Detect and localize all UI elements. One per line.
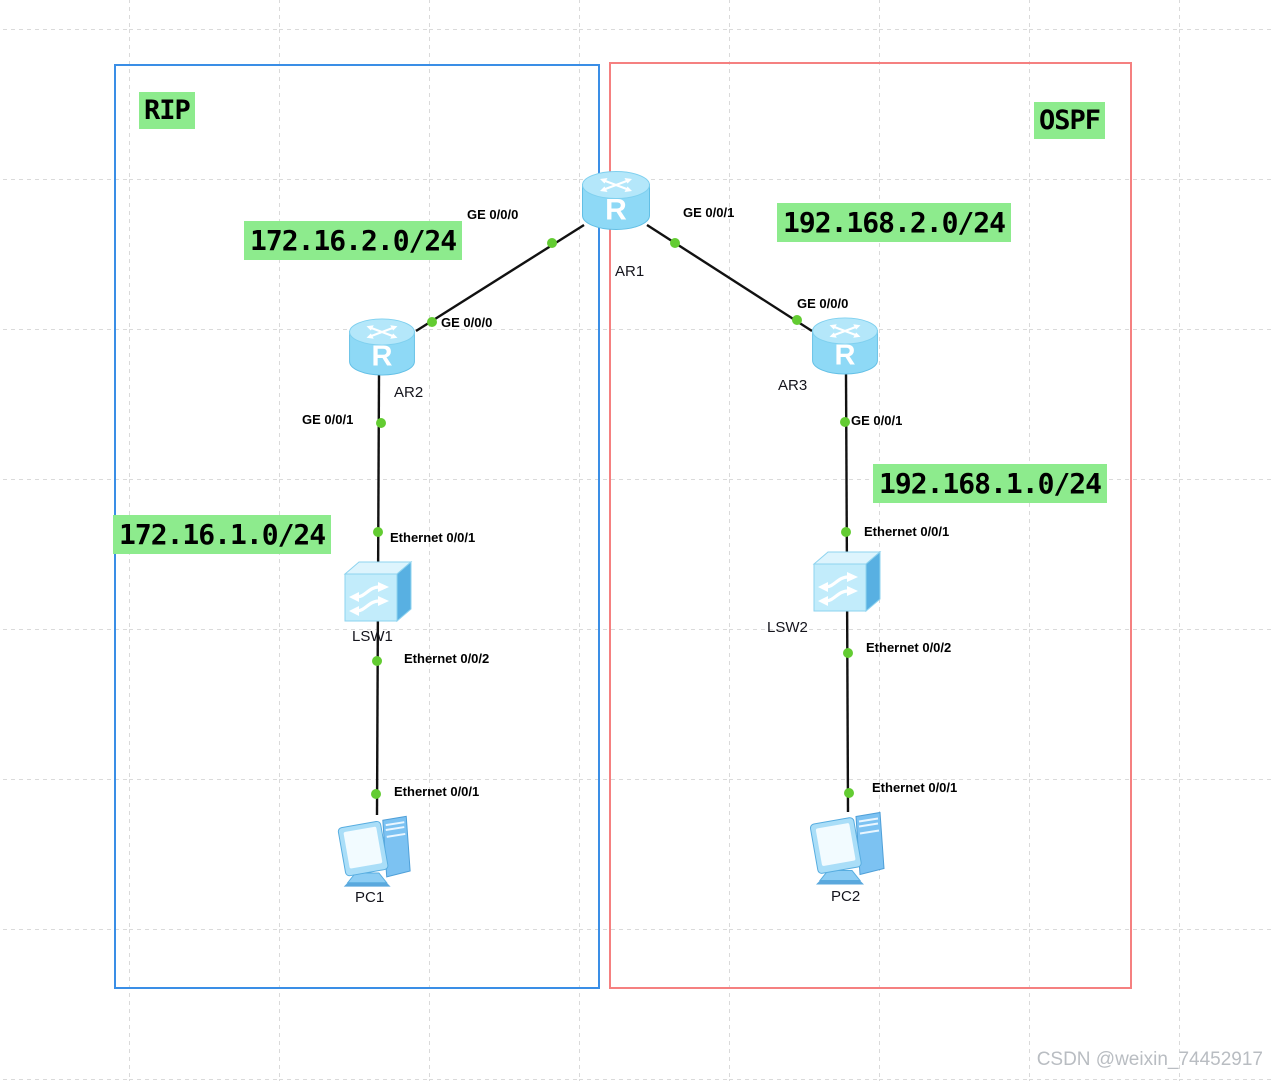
link-endpoint-dot bbox=[371, 789, 381, 799]
link-lsw2-pc2[interactable] bbox=[845, 580, 850, 813]
network-label-192-168-1[interactable]: 192.168.1.0/24 bbox=[873, 464, 1108, 503]
port-label-ar2-ge000: GE 0/0/0 bbox=[441, 315, 493, 330]
pc-icon bbox=[809, 811, 885, 885]
port-label-ar3-ge000: GE 0/0/0 bbox=[797, 296, 849, 311]
device-ar2[interactable]: R bbox=[346, 317, 418, 377]
router-icon: R bbox=[349, 318, 415, 376]
device-ar3[interactable]: R bbox=[809, 316, 881, 376]
svg-text:R: R bbox=[372, 340, 393, 372]
device-lsw2[interactable] bbox=[812, 549, 882, 613]
device-label-ar1: AR1 bbox=[615, 263, 645, 280]
link-endpoint-dot bbox=[372, 656, 382, 666]
link-endpoint-dot bbox=[843, 648, 853, 658]
link-endpoint-dot bbox=[373, 527, 383, 537]
port-label-ar1-ge000: GE 0/0/0 bbox=[467, 207, 519, 222]
device-label-ar2: AR2 bbox=[394, 384, 424, 401]
port-label-ar3-ge001: GE 0/0/1 bbox=[851, 413, 903, 428]
port-label-lsw2-eth001: Ethernet 0/0/1 bbox=[864, 524, 950, 539]
port-label-ar2-ge001: GE 0/0/1 bbox=[302, 412, 354, 427]
port-label-ar1-ge001: GE 0/0/1 bbox=[683, 205, 735, 220]
link-ar2-lsw1[interactable] bbox=[376, 373, 381, 592]
router-icon: R bbox=[812, 317, 878, 375]
watermark: CSDN @weixin_74452917 bbox=[1036, 1049, 1263, 1070]
device-label-pc1: PC1 bbox=[355, 889, 385, 906]
svg-text:R: R bbox=[835, 339, 856, 371]
link-lsw1-pc1[interactable] bbox=[375, 590, 380, 816]
pc-icon bbox=[337, 815, 411, 887]
link-endpoint-dot bbox=[844, 788, 854, 798]
network-label-172-16-2[interactable]: 172.16.2.0/24 bbox=[244, 221, 463, 260]
device-label-lsw2: LSW2 bbox=[767, 619, 808, 636]
svg-text:R: R bbox=[605, 194, 627, 227]
link-endpoint-dot bbox=[670, 238, 680, 248]
port-label-pc2-eth001: Ethernet 0/0/1 bbox=[872, 780, 958, 795]
network-label-192-168-2[interactable]: 192.168.2.0/24 bbox=[777, 203, 1012, 242]
network-label-172-16-1[interactable]: 172.16.1.0/24 bbox=[113, 515, 332, 554]
port-label-lsw1-eth002: Ethernet 0/0/2 bbox=[404, 651, 490, 666]
router-icon: R bbox=[582, 171, 650, 230]
zone-rip-label[interactable]: RIP bbox=[139, 92, 195, 129]
port-label-lsw2-eth002: Ethernet 0/0/2 bbox=[866, 640, 952, 655]
zone-ospf-label[interactable]: OSPF bbox=[1034, 102, 1106, 139]
device-lsw1[interactable] bbox=[343, 559, 413, 623]
zone-ospf-rect[interactable] bbox=[609, 62, 1132, 989]
link-endpoint-dot bbox=[841, 527, 851, 537]
link-endpoint-dot bbox=[547, 238, 557, 248]
device-label-pc2: PC2 bbox=[831, 888, 861, 905]
link-endpoint-dot bbox=[376, 418, 386, 428]
device-label-ar3: AR3 bbox=[778, 377, 808, 394]
device-ar1[interactable]: R bbox=[580, 169, 652, 232]
device-pc2[interactable] bbox=[806, 807, 890, 890]
device-pc1[interactable] bbox=[334, 812, 416, 891]
link-endpoint-dot bbox=[840, 417, 850, 427]
port-label-lsw1-eth001: Ethernet 0/0/1 bbox=[390, 530, 476, 545]
link-endpoint-dot bbox=[427, 317, 437, 327]
link-endpoint-dot bbox=[792, 315, 802, 325]
port-label-pc1-eth001: Ethernet 0/0/1 bbox=[394, 784, 480, 799]
link-ar3-lsw2[interactable] bbox=[844, 373, 849, 582]
device-label-lsw1: LSW1 bbox=[352, 628, 393, 645]
switch-icon bbox=[812, 550, 882, 613]
switch-icon bbox=[343, 560, 413, 623]
